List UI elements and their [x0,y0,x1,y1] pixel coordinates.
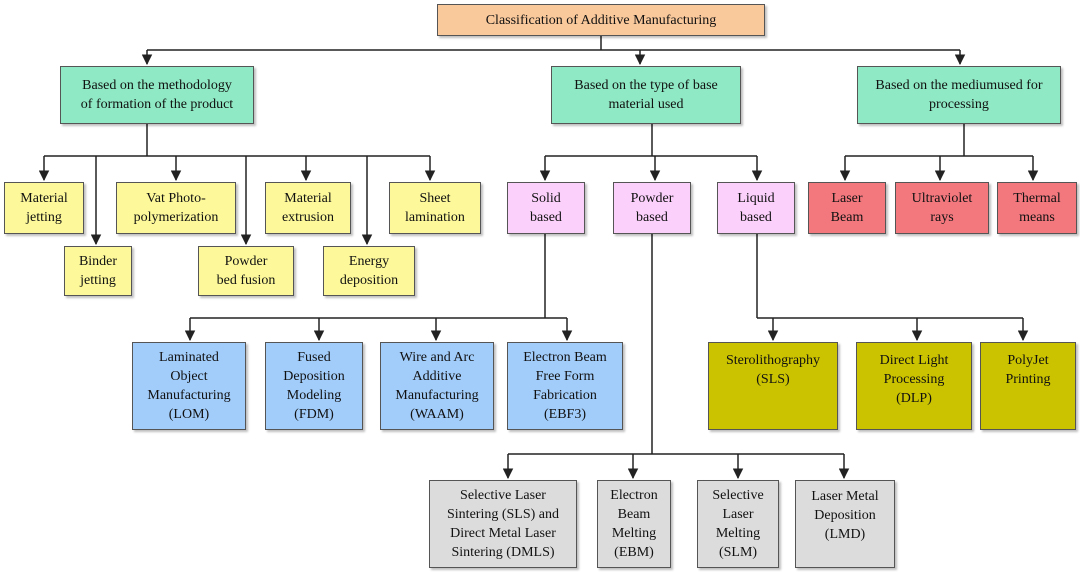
method-material-extrusion-node: Material extrusion [265,182,351,234]
category-material-node: Based on the type of base material used [551,66,741,124]
method-energy-deposition-node: Energy deposition [323,246,415,296]
process-polyjet-node: PolyJet Printing [980,342,1076,430]
medium-ultraviolet-node: Ultraviolet rays [895,182,989,234]
process-fdm-node: Fused Deposition Modeling (FDM) [265,342,363,430]
process-sls-dmls-node: Selective Laser Sintering (SLS) and Dire… [429,480,577,568]
method-powder-bed-fusion-node: Powder bed fusion [198,246,294,296]
process-sla-node: Sterolithography (SLS) [708,342,838,430]
process-dlp-node: Direct Light Processing (DLP) [856,342,972,430]
method-sheet-lamination-node: Sheet lamination [389,182,481,234]
process-ebf3-node: Electron Beam Free Form Fabrication (EBF… [507,342,623,430]
process-ebm-node: Electron Beam Melting (EBM) [597,480,671,568]
category-medium-node: Based on the mediumused for processing [857,66,1061,124]
method-material-jetting-node: Material jetting [4,182,84,234]
process-waam-node: Wire and Arc Additive Manufacturing (WAA… [380,342,494,430]
state-liquid-node: Liquid based [717,182,795,234]
process-lmd-node: Laser Metal Deposition (LMD) [795,480,895,568]
process-lom-node: Laminated Object Manufacturing (LOM) [132,342,246,430]
process-slm-node: Selective Laser Melting (SLM) [697,480,779,568]
method-binder-jetting-node: Binder jetting [64,246,132,296]
root-node: Classification of Additive Manufacturing [437,4,765,36]
state-powder-node: Powder based [613,182,691,234]
method-vat-photopolymerization-node: Vat Photo- polymerization [116,182,236,234]
medium-laser-node: Laser Beam [808,182,886,234]
category-methodology-node: Based on the methodology of formation of… [60,66,254,124]
state-solid-node: Solid based [507,182,585,234]
medium-thermal-node: Thermal means [997,182,1077,234]
